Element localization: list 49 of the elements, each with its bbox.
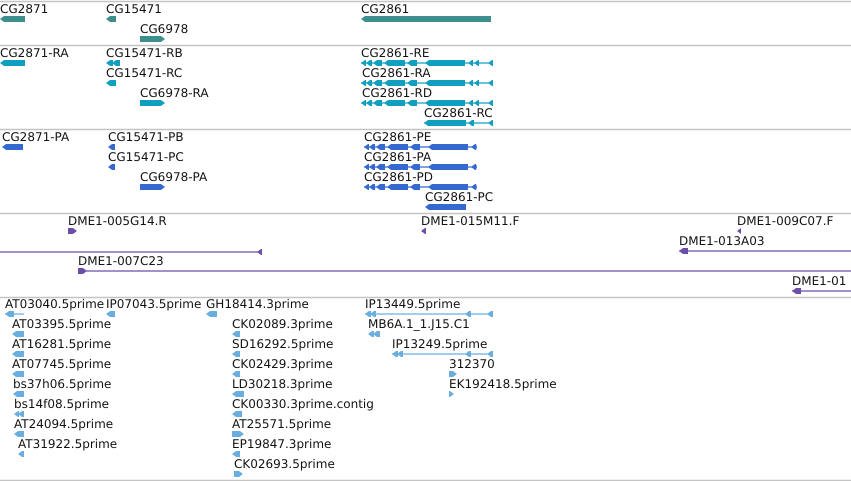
feature-label: CK02089.3prime [232,317,333,331]
feature-label: AT16281.5prime [12,337,112,351]
feature-label: CG6978-PA [140,170,208,184]
feature-label: AT03395.5prime [12,317,112,331]
feature-label: AT25571.5prime [232,417,332,431]
feature-label: IP13449.5prime [365,297,460,311]
feature-label: LD30218.3prime [232,377,333,391]
feature-label: bs14f08.5prime [14,397,110,411]
feature-label: IP13249.5prime [392,337,488,351]
feature-label: CG2861-RE [361,46,430,60]
feature-label: IP07043.5prime [106,297,202,311]
feature-label: CG15471-RC [106,66,182,80]
feature-label: 312370 [449,357,495,371]
feature-label: EK192418.5prime [449,377,557,391]
feature-label: CG6978-RA [140,86,209,100]
feature-label: AT07745.5prime [12,357,112,371]
feature-label: bs37h06.5prime [13,377,112,391]
feature-label: DME1-013A03 [679,234,765,248]
feature-label: DME1-015M11.F [421,214,520,228]
feature-label: DME1-007C23 [78,254,164,268]
feature-label: CG2871-RA [0,46,69,60]
feature-label: CG2861-PD [364,170,434,184]
feature-label: GH18414.3prime [206,297,309,311]
feature-label: DME1-01 [792,274,846,288]
feature-label: CG2861-RC [424,106,493,120]
feature-label: CG2871-PA [2,130,70,144]
feature-label: DME1-005G14.R [68,214,167,228]
feature-label: CG2861-PC [425,190,494,204]
feature-label: CK02693.5prime [234,457,335,471]
feature-label: CG2861-PE [364,130,432,144]
feature-label: CG15471-PB [108,130,184,144]
feature-label: CG15471 [106,2,162,16]
feature-label: CG6978 [140,22,188,36]
feature-label: SD16292.5prime [232,337,334,351]
feature-label: CG2861-RA [362,66,431,80]
feature-label: CK00330.3prime.contig [232,397,374,411]
feature-label: AT24094.5prime [14,417,114,431]
feature-label: MB6A.1_1.J15.C1 [368,317,470,331]
feature-label: AT03040.5prime [5,297,104,311]
feature-label: CG2871 [0,2,48,16]
feature-label: CG15471-PC [108,150,184,164]
feature-label: CG2861-PA [364,150,432,164]
feature-label: DME1-009C07.F [737,214,834,228]
feature-label: CK02429.3prime [232,357,333,371]
feature-label: CG2861 [361,2,410,16]
feature-label: CG2861-RD [362,86,432,100]
feature-label: AT31922.5prime [18,437,118,451]
feature-label: CG15471-RB [106,46,183,60]
feature-label: EP19847.3prime [232,437,332,451]
